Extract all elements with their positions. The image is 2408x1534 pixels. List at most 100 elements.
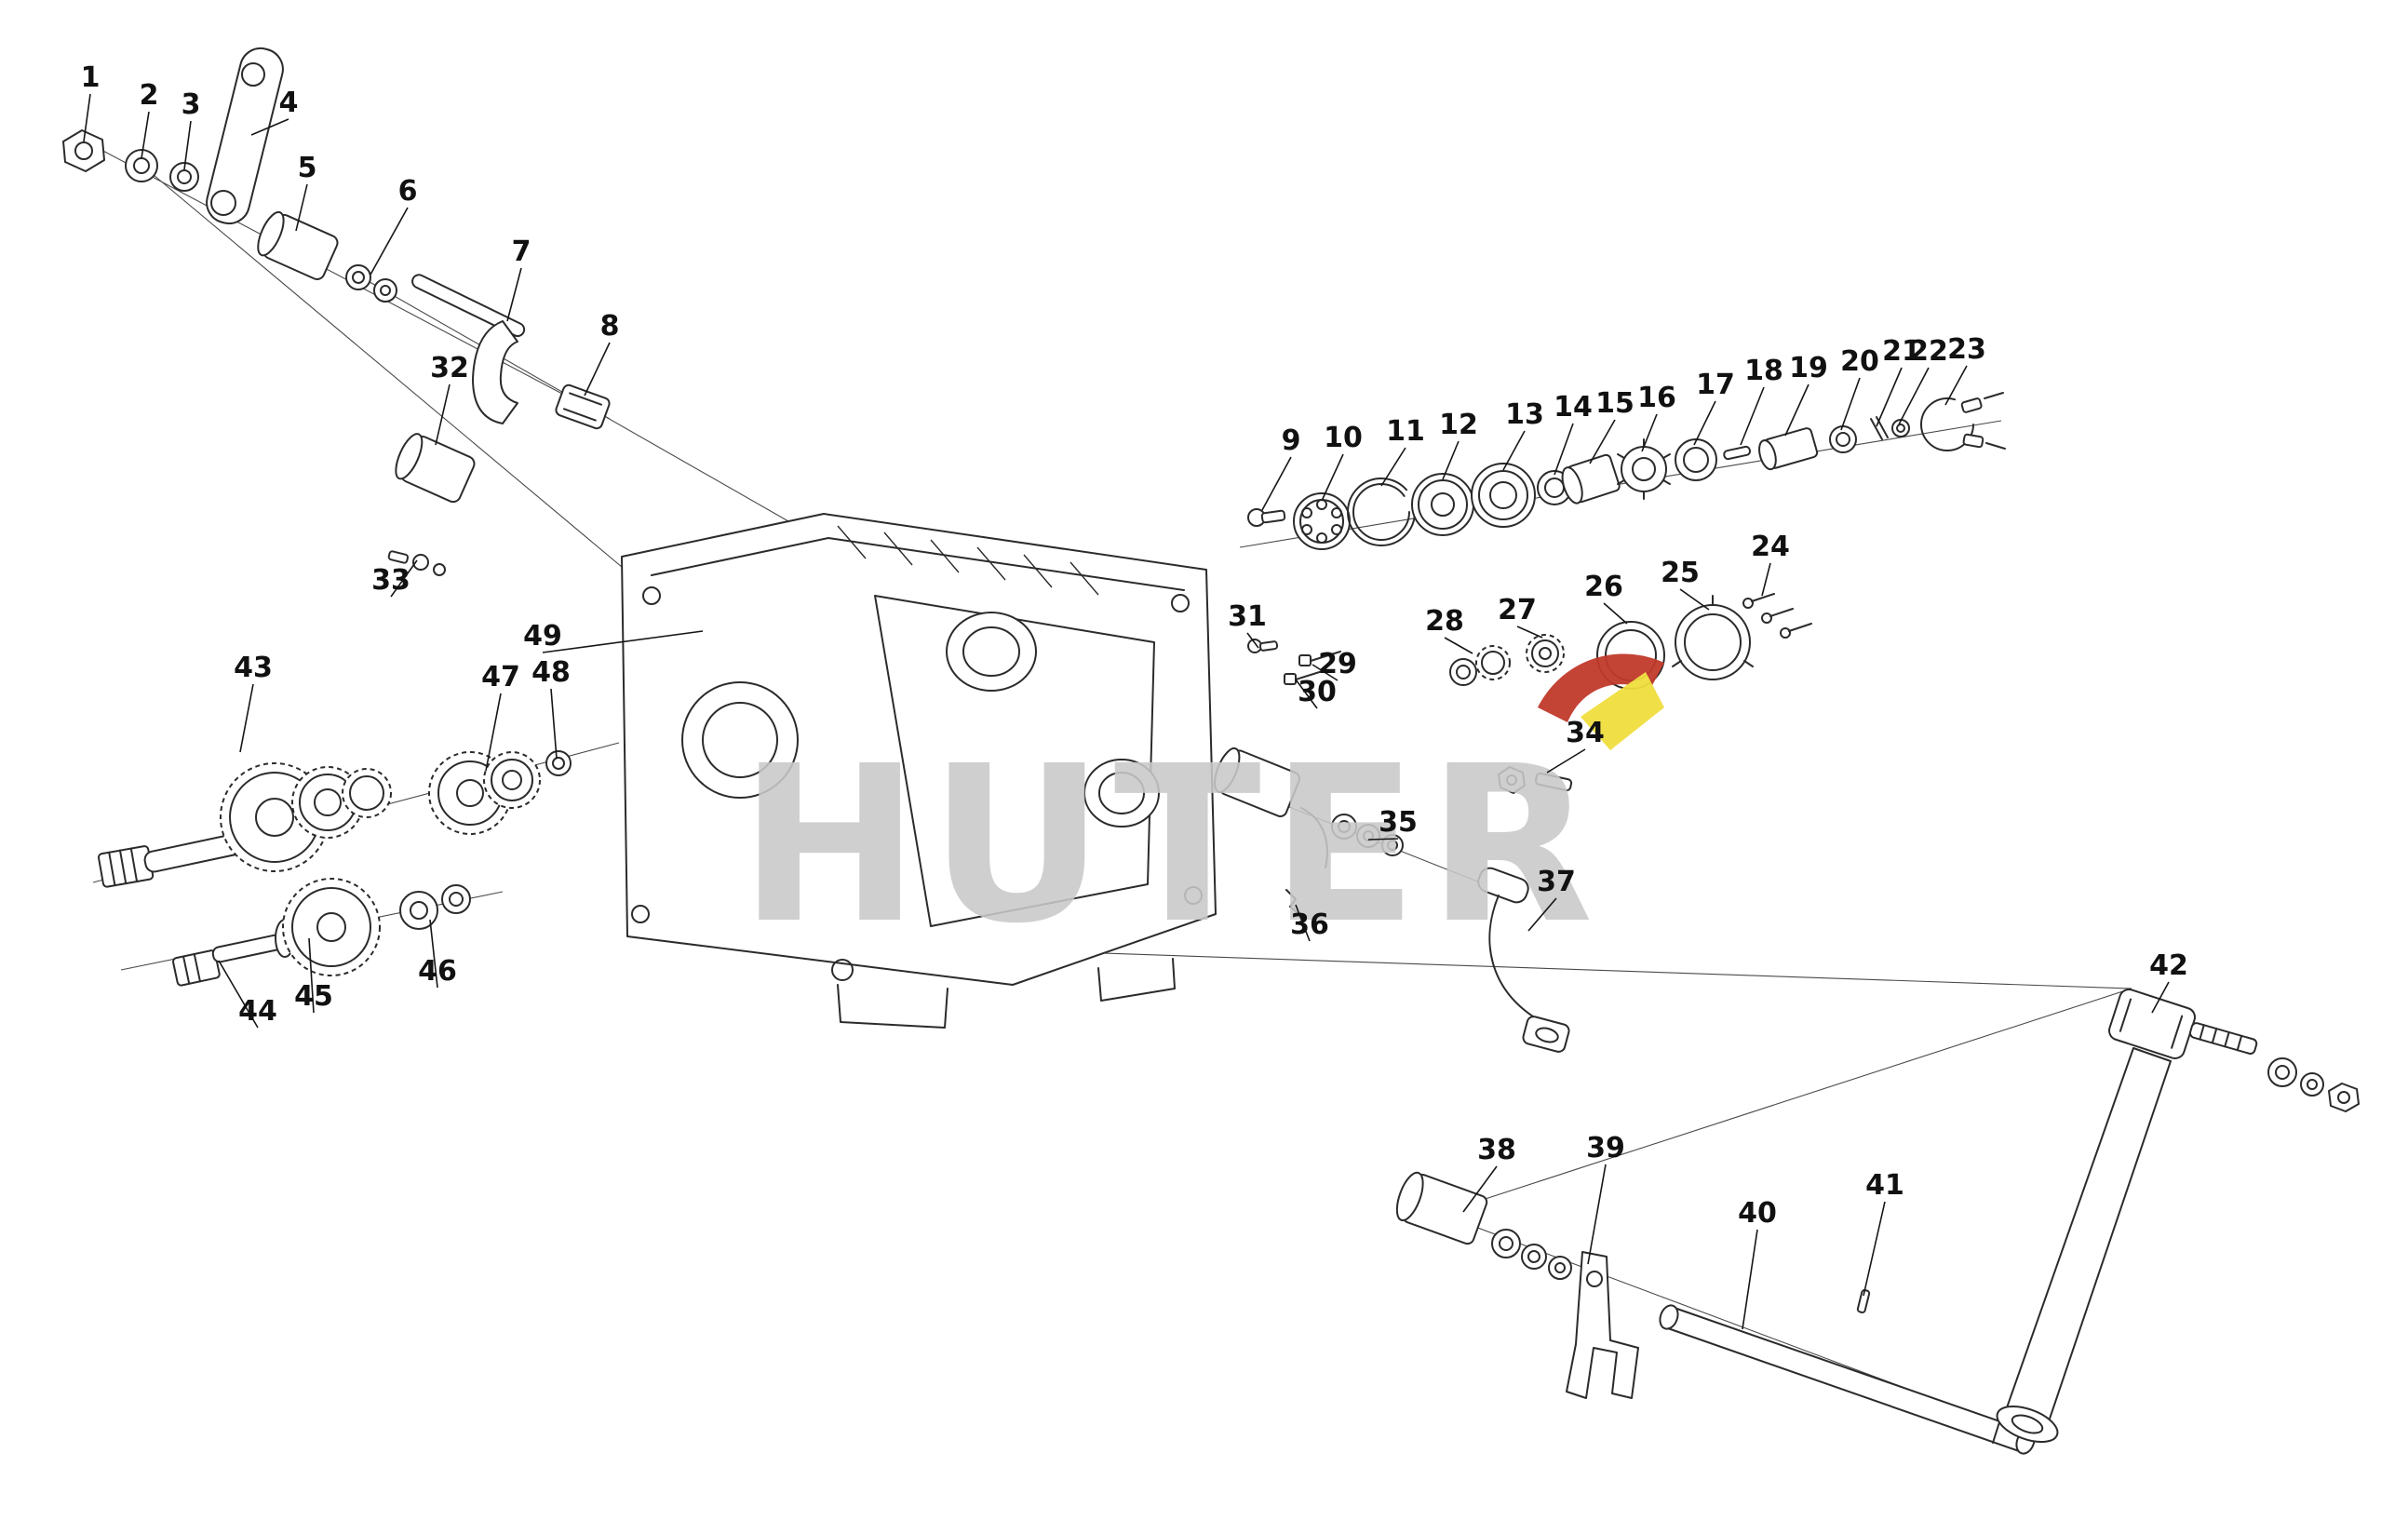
part-number-label: 40 (1738, 1197, 1777, 1230)
part-47-gear-cluster (428, 751, 541, 835)
callout-leader-line (1641, 413, 1658, 452)
callout-leader-line (1462, 1165, 1498, 1213)
callout-leader-line (1444, 637, 1473, 654)
part-number-label: 13 (1505, 398, 1544, 431)
part-number-label: 44 (238, 995, 277, 1028)
part-number-label: 29 (1318, 648, 1357, 680)
callout-leader-line (1944, 365, 1968, 406)
part-number-label: 20 (1840, 345, 1879, 378)
part-number-label: 49 (523, 620, 562, 653)
part-41-roll-pin (1856, 1289, 1871, 1313)
part-number-label: 10 (1324, 422, 1363, 454)
callout-leader-line (239, 683, 254, 753)
callout-leader-line (1502, 430, 1526, 471)
part-number-label: 25 (1661, 557, 1700, 589)
part-number-label: 19 (1789, 352, 1828, 384)
part-33-screw-washer (387, 550, 446, 576)
callout-leader-line (1603, 602, 1628, 625)
part-number-label: 14 (1554, 391, 1593, 424)
part-number-label: 42 (2149, 949, 2188, 982)
part-4-link-arm (206, 47, 284, 225)
part-number-label: 46 (418, 955, 457, 988)
part-20-washer (1829, 425, 1857, 453)
part-40-shift-rod (1659, 1304, 2036, 1455)
callout-leader-line (1312, 664, 1339, 681)
part-number-label: 36 (1290, 908, 1329, 941)
part-49-gearbox-housing (621, 513, 1217, 1029)
callout-leader-line (1546, 748, 1586, 774)
part-13-bearing (1471, 463, 1536, 528)
callout-leader-line (1380, 447, 1406, 487)
part-number-label: 16 (1637, 382, 1676, 414)
part-number-label: 21 (1882, 335, 1921, 368)
part-48-snap-ring (545, 750, 572, 776)
part-number-label: 2 (140, 79, 159, 112)
part-42-gear-lever (1996, 988, 2360, 1444)
callout-leader-line (1367, 838, 1399, 841)
part-number-label: 39 (1586, 1132, 1625, 1164)
part-28-rings (1449, 645, 1511, 686)
callout-leader-line (1761, 562, 1771, 597)
part-number-label: 9 (1282, 424, 1301, 457)
part-18-pin (1723, 445, 1751, 461)
callout-leader-line (1740, 386, 1765, 446)
part-46-washers (399, 884, 471, 930)
part-45-gear (275, 878, 381, 976)
callout-leader-line (1295, 904, 1311, 942)
callout-leader-line (250, 118, 289, 136)
logo-red-swoosh (1538, 653, 1664, 722)
part-8-block (555, 384, 611, 430)
part-19-bushing (1758, 427, 1819, 471)
part-number-label: 3 (182, 88, 201, 121)
part-number-label: 38 (1477, 1134, 1516, 1166)
part-number-label: 7 (512, 235, 531, 268)
callout-leader-line (218, 960, 259, 1029)
callout-leader-line (1876, 367, 1903, 427)
callout-leader-line (429, 919, 438, 989)
part-34-nut-bolt (1498, 766, 1573, 794)
callout-leader-line (2151, 981, 2170, 1014)
part-29-screw (1298, 651, 1341, 666)
part-43-input-shaft-gear (97, 762, 392, 888)
callout-leader-line (584, 342, 611, 397)
part-38-bushing (1395, 1171, 1488, 1245)
part-38-rings (1491, 1229, 1572, 1280)
part-number-label: 33 (371, 564, 410, 597)
part-1-hex-nut (62, 129, 105, 172)
part-12-bearing (1411, 473, 1474, 536)
part-number-label: 23 (1947, 333, 1986, 366)
callout-leader-line (1840, 377, 1861, 431)
part-number-label: 32 (430, 352, 469, 384)
part-37-shift-fork-lever (1477, 867, 1570, 1053)
part-number-label: 15 (1595, 387, 1634, 420)
callout-leader-line (1589, 419, 1616, 464)
callout-leader-line (295, 183, 308, 232)
callout-leader-line (1516, 626, 1543, 639)
part-number-label: 22 (1909, 335, 1948, 368)
part-number-label: 45 (294, 980, 333, 1013)
part-24-screws (1742, 593, 1812, 639)
callout-leader-line (370, 207, 409, 276)
callout-leader-line (435, 384, 451, 446)
part-6-rings (345, 264, 397, 303)
part-27-gear-washer (1526, 634, 1565, 673)
callout-leader-line (183, 120, 192, 170)
part-number-label: 1 (81, 61, 101, 94)
callout-leader-line (1693, 400, 1716, 446)
callout-leader-line (1246, 632, 1259, 649)
callout-leader-line (1863, 1201, 1886, 1297)
part-number-label: 35 (1379, 806, 1418, 839)
part-number-label: 24 (1751, 531, 1790, 563)
callout-leader-line (550, 688, 558, 760)
part-number-label: 37 (1537, 866, 1576, 898)
brand-logo-fragment (1538, 653, 1664, 750)
part-number-label: 30 (1298, 676, 1337, 708)
part-number-label: 12 (1439, 409, 1478, 441)
part-7-shaft-lever (411, 274, 526, 424)
part-35-shift-shaft (1214, 747, 1404, 868)
part-11-snap-ring (1347, 478, 1416, 546)
part-17-ring (1675, 438, 1717, 481)
callout-leader-line (1527, 897, 1557, 932)
